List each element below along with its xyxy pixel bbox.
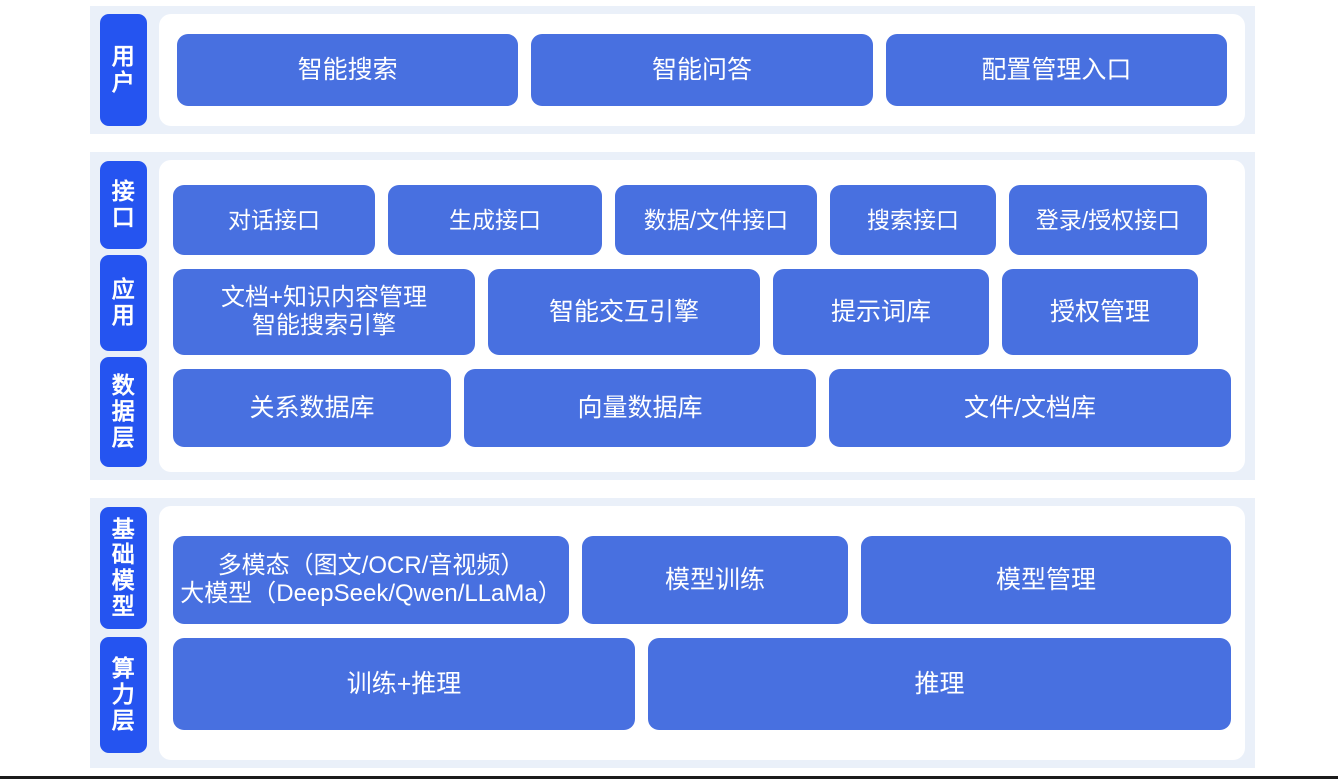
side-label-api: 接口 bbox=[100, 161, 147, 249]
side-label-data: 数据层 bbox=[100, 357, 147, 467]
user-label-column: 用户 bbox=[90, 6, 150, 134]
app-box-row: 文档+知识内容管理 智能搜索引擎 智能交互引擎 提示词库 授权管理 bbox=[173, 269, 1231, 355]
box-smart-search[interactable]: 智能搜索 bbox=[177, 34, 519, 106]
side-label-user-text: 用户 bbox=[111, 43, 136, 95]
side-label-foundation-model-text: 基础模型 bbox=[111, 515, 136, 619]
box-relational-database[interactable]: 关系数据库 bbox=[173, 369, 451, 447]
box-dialog-api[interactable]: 对话接口 bbox=[173, 185, 375, 255]
box-model-management[interactable]: 模型管理 bbox=[861, 536, 1231, 624]
section-user: 用户 智能搜索 智能问答 配置管理入口 bbox=[90, 6, 1255, 134]
box-vector-database[interactable]: 向量数据库 bbox=[464, 369, 816, 447]
infra-panel: 多模态（图文/OCR/音视频） 大模型（DeepSeek/Qwen/LLaMa）… bbox=[159, 506, 1245, 760]
middle-panel: 对话接口 生成接口 数据/文件接口 搜索接口 登录/授权接口 文档+知识内容管理… bbox=[159, 160, 1245, 472]
box-smart-qa[interactable]: 智能问答 bbox=[531, 34, 873, 106]
box-inference[interactable]: 推理 bbox=[648, 638, 1231, 730]
side-label-app-text: 应用 bbox=[111, 276, 136, 328]
api-box-row: 对话接口 生成接口 数据/文件接口 搜索接口 登录/授权接口 bbox=[173, 185, 1231, 255]
box-multimodal-llm[interactable]: 多模态（图文/OCR/音视频） 大模型（DeepSeek/Qwen/LLaMa） bbox=[173, 536, 569, 624]
side-label-app: 应用 bbox=[100, 255, 147, 351]
box-authorization-management[interactable]: 授权管理 bbox=[1002, 269, 1198, 355]
box-doc-knowledge-management[interactable]: 文档+知识内容管理 智能搜索引擎 bbox=[173, 269, 475, 355]
box-prompt-library[interactable]: 提示词库 bbox=[773, 269, 989, 355]
middle-label-column: 接口 应用 数据层 bbox=[90, 152, 150, 480]
infra-label-column: 基础模型 算力层 bbox=[90, 498, 150, 768]
section-middle: 接口 应用 数据层 对话接口 生成接口 数据/文件接口 搜索接口 登录/授权接口… bbox=[90, 152, 1255, 480]
side-label-user: 用户 bbox=[100, 14, 147, 126]
user-box-row: 智能搜索 智能问答 配置管理入口 bbox=[177, 34, 1227, 106]
bottom-divider bbox=[0, 776, 1338, 779]
compute-box-row: 训练+推理 推理 bbox=[173, 638, 1231, 730]
box-search-api[interactable]: 搜索接口 bbox=[830, 185, 996, 255]
box-login-auth-api[interactable]: 登录/授权接口 bbox=[1009, 185, 1207, 255]
side-label-data-text: 数据层 bbox=[111, 372, 136, 450]
box-config-management-entry[interactable]: 配置管理入口 bbox=[885, 34, 1227, 106]
model-box-row: 多模态（图文/OCR/音视频） 大模型（DeepSeek/Qwen/LLaMa）… bbox=[173, 536, 1231, 624]
box-data-file-api[interactable]: 数据/文件接口 bbox=[615, 185, 817, 255]
side-label-foundation-model: 基础模型 bbox=[100, 507, 147, 629]
box-smart-interaction-engine[interactable]: 智能交互引擎 bbox=[488, 269, 760, 355]
box-model-training[interactable]: 模型训练 bbox=[582, 536, 848, 624]
side-label-compute-layer: 算力层 bbox=[100, 637, 147, 753]
box-generation-api[interactable]: 生成接口 bbox=[388, 185, 602, 255]
section-infrastructure: 基础模型 算力层 多模态（图文/OCR/音视频） 大模型（DeepSeek/Qw… bbox=[90, 498, 1255, 768]
box-file-document-store[interactable]: 文件/文档库 bbox=[829, 369, 1231, 447]
data-box-row: 关系数据库 向量数据库 文件/文档库 bbox=[173, 369, 1231, 447]
side-label-compute-layer-text: 算力层 bbox=[111, 655, 136, 733]
side-label-api-text: 接口 bbox=[111, 178, 136, 230]
box-training-inference[interactable]: 训练+推理 bbox=[173, 638, 635, 730]
user-panel: 智能搜索 智能问答 配置管理入口 bbox=[159, 14, 1245, 126]
